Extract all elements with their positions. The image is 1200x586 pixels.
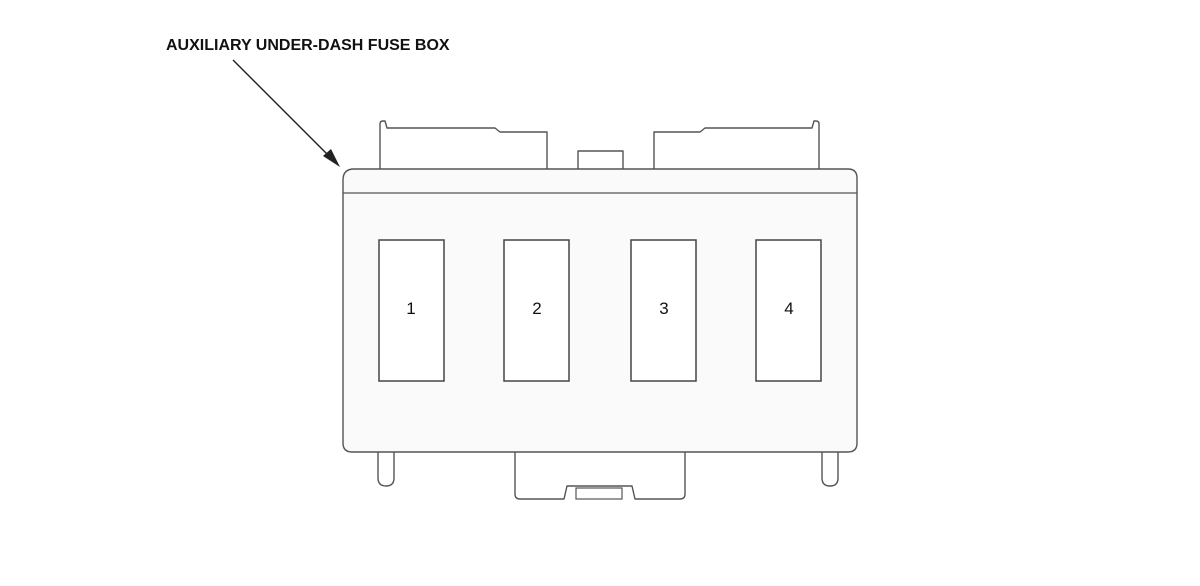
fuse-slot-3: 3 <box>630 239 697 382</box>
leader-arrow <box>232 59 340 167</box>
top-connector-right <box>653 120 820 171</box>
fuse-number: 1 <box>406 299 415 318</box>
fuse-number: 4 <box>784 299 793 318</box>
top-connector-left <box>379 120 548 171</box>
fuse-slot-4: 4 <box>755 239 822 382</box>
fuse-slot-2: 2 <box>503 239 570 382</box>
fuse-number: 3 <box>659 299 668 318</box>
bottom-foot-left <box>377 449 395 487</box>
fuse-number: 2 <box>532 299 541 318</box>
top-latch <box>577 150 624 171</box>
bottom-foot-right <box>821 449 839 487</box>
callout-label: AUXILIARY UNDER-DASH FUSE BOX <box>166 37 450 54</box>
bottom-connector <box>514 449 686 500</box>
fuse-box-body <box>342 168 858 453</box>
fuse-slot-1: 1 <box>378 239 445 382</box>
